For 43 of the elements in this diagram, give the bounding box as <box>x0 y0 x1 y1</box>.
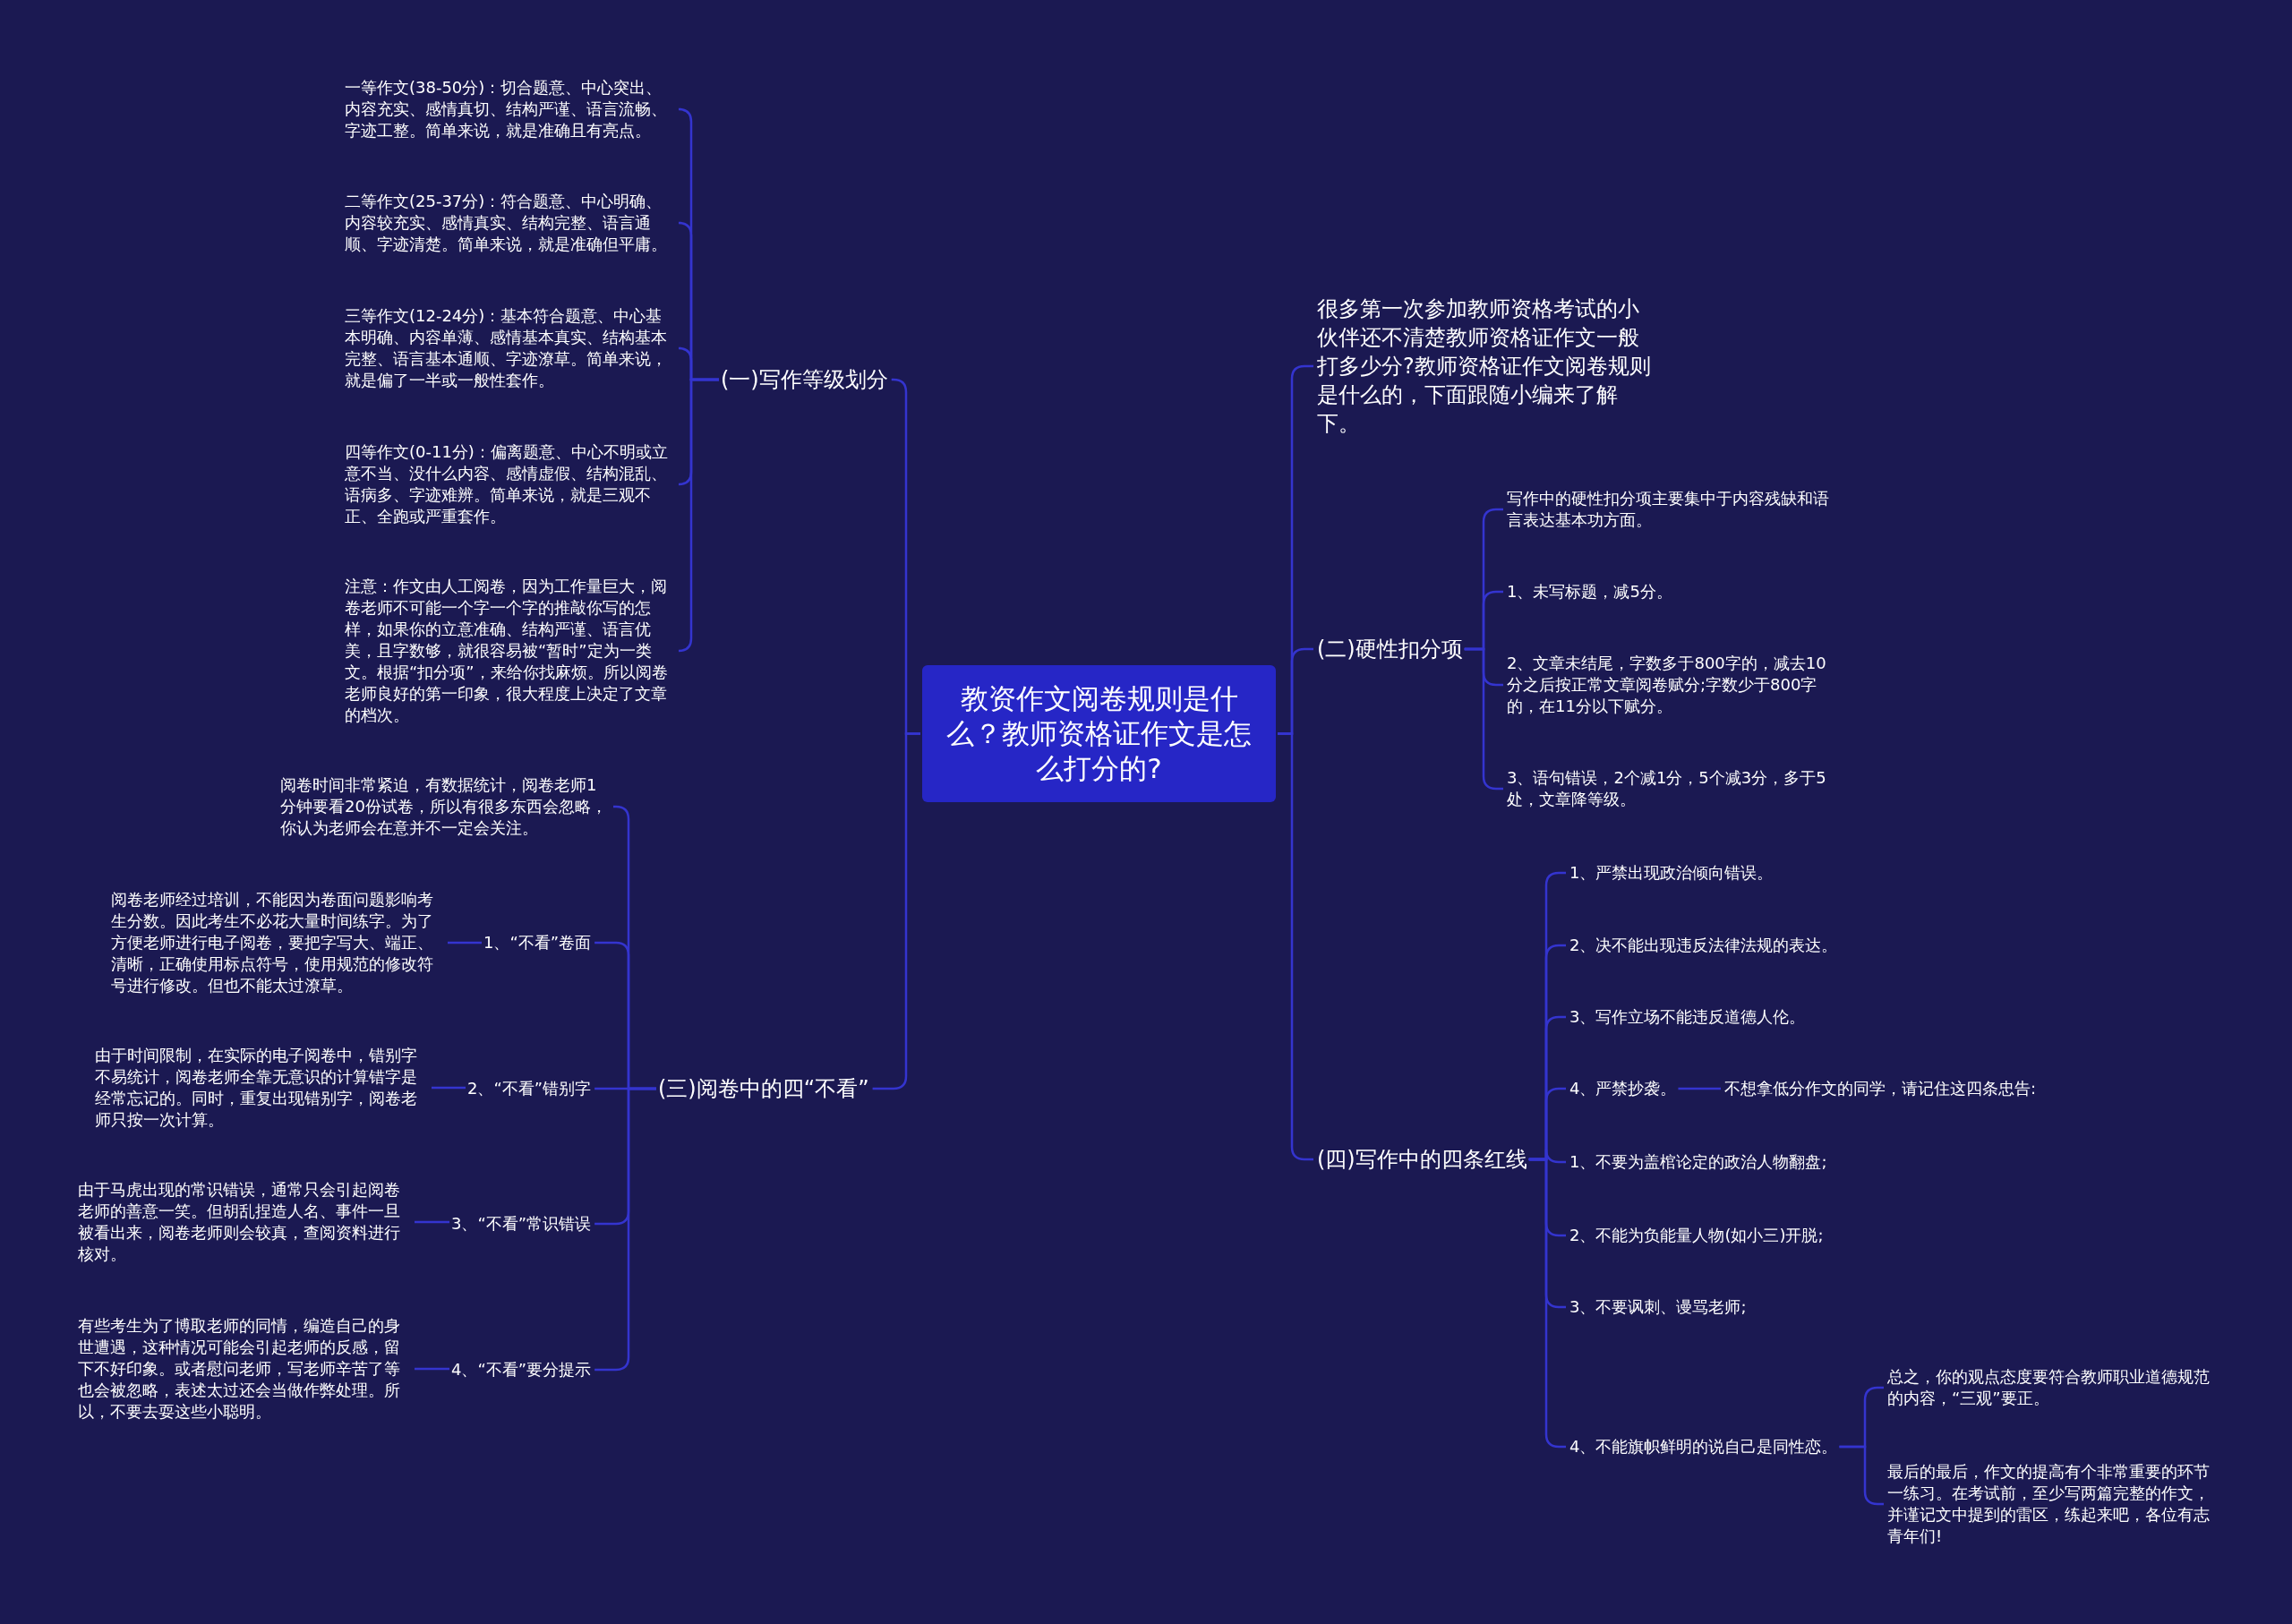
topic-text: 阅卷老师经过培训，不能因为卷面问题影响考生分数。因此考生不必花大量时间练字。为了方便老师进行电子阅卷，要把字写大、端正、清晰，正确使用标点符号，使用规范的修改符号进行修改。但也不能太过潦草。 <box>111 889 444 996</box>
branch-label: 很多第一次参加教师资格考试的小伙伴还不清楚教师资格证作文一般打多少分?教师资格证作文阅卷规则是什么的，下面跟随小编来了解下。 <box>1317 295 1655 438</box>
topic-text: 不想拿低分作文的同学，请记住这四条忠告: <box>1724 1078 2037 1099</box>
topic-text: 注意：作文由人工阅卷，因为工作量巨大，阅卷老师不可能一个字一个字的推敲你写的怎样，如果你的立意准确、结构严谨、语言优美，且字数够，就很容易被“暂时”定为一类文。根据“扣分项”，来给你找麻烦。所以阅卷老师良好的第一印象，很大程度上决定了文章的档次。 <box>345 576 678 726</box>
topic-text: 阅卷时间非常紧迫，有数据统计，阅卷老师1分钟要看20份试卷，所以有很多东西会忽略，你认为老师会在意并不一定会关注。 <box>280 774 610 839</box>
topic-text: 3、写作立场不能违反道德人伦。 <box>1569 1006 1806 1028</box>
connector-line <box>415 1367 449 1371</box>
topic-text: 1、严禁出现政治倾向错误。 <box>1569 862 1774 884</box>
topic-text: 2、文章未结尾，字数多于800字的，减去10分之后按正常文章阅卷赋分;字数少于800字的，在11分以下赋分。 <box>1507 653 1840 717</box>
connector-line <box>872 732 920 1090</box>
topic-text: 三等作文(12-24分)：基本符合题意、中心基本明确、内容单薄、感情基本真实、结构基本完整、语言基本通顺、字迹潦草。简单来说，就是偏了一半或一般性套作。 <box>345 305 678 391</box>
branch-label: (一)写作等级划分 <box>721 365 888 394</box>
topic-text: 3、语句错误，2个减1分，5个减3分，多于5处，文章降等级。 <box>1507 767 1840 810</box>
branch-label: (三)阅卷中的四“不看” <box>658 1074 869 1103</box>
branch-label: (二)硬性扣分项 <box>1317 635 1463 663</box>
topic-text: 4、严禁抄袭。 <box>1569 1078 1677 1099</box>
topic-text: 2、不能为负能量人物(如小三)开脱; <box>1569 1225 1824 1246</box>
topic-text: 四等作文(0-11分)：偏离题意、中心不明或立意不当、没什么内容、感情虚假、结构混乱、语病多、字迹难辨。简单来说，就是三观不正、全跑或严重套作。 <box>345 441 678 527</box>
topic-text: 4、不能旗帜鲜明的说自己是同性恋。 <box>1569 1436 1838 1457</box>
topic-text: 1、“不看”卷面 <box>483 932 592 953</box>
topic-text: 二等作文(25-37分)：符合题意、中心明确、内容较充实、感情真实、结构完整、语言通顺、字迹清楚。简单来说，就是准确但平庸。 <box>345 191 678 255</box>
topic-text: 总之，你的观点态度要符合教师职业道德规范的内容，“三观”要正。 <box>1887 1366 2220 1409</box>
topic-text: 最后的最后，作文的提高有个非常重要的环节一练习。在考试前，至少写两篇完整的作文，并谨记文中提到的雷区，练起来吧，各位有志青年们! <box>1887 1461 2220 1547</box>
topic-text: 一等作文(38-50分)：切合题意、中心突出、内容充实、感情真切、结构严谨、语言流畅、字迹工整。简单来说，就是准确且有亮点。 <box>345 77 678 141</box>
connector-line <box>1678 1087 1721 1090</box>
topic-text: 3、“不看”常识错误 <box>451 1213 592 1235</box>
topic-text: 有些考生为了博取老师的同情，编造自己的身世遭遇，这种情况可能会引起老师的反感，留下不好印象。或者慰问老师，写老师辛苦了等也会被忽略，表述太过还会当做作弊处理。所以，不要去耍这些小聪明。 <box>78 1315 411 1423</box>
topic-text: 1、未写标题，减5分。 <box>1507 581 1672 603</box>
topic-text: 由于马虎出现的常识错误，通常只会引起阅卷老师的善意一笑。但胡乱捏造人名、事件一旦被看出来，阅卷老师则会较真，查阅资料进行核对。 <box>78 1179 411 1265</box>
connector-line <box>432 1086 466 1090</box>
connector-line <box>594 1087 656 1372</box>
topic-text: 1、不要为盖棺论定的政治人物翻盘; <box>1569 1151 1827 1173</box>
connector-line <box>448 941 482 944</box>
topic-text: 写作中的硬性扣分项主要集中于内容残缺和语言表达基本功方面。 <box>1507 488 1840 531</box>
central-topic-box: 教资作文阅卷规则是什么？教师资格证作文是怎么打分的? <box>922 665 1276 802</box>
branch-label: (四)写作中的四条红线 <box>1317 1145 1527 1174</box>
topic-text: 3、不要讽刺、谩骂老师; <box>1569 1296 1747 1318</box>
connector-line <box>415 1220 449 1224</box>
topic-text: 4、“不看”要分提示 <box>451 1359 592 1380</box>
connector-line <box>677 378 719 653</box>
topic-text: 2、决不能出现违反法律法规的表达。 <box>1569 935 1838 956</box>
topic-text: 2、“不看”错别字 <box>467 1078 592 1099</box>
topic-text: 由于时间限制，在实际的电子阅卷中，错别字不易统计，阅卷老师全靠无意识的计算错字是经常忘记的。同时，重复出现错别字，阅卷老师只按一次计算。 <box>95 1045 428 1131</box>
